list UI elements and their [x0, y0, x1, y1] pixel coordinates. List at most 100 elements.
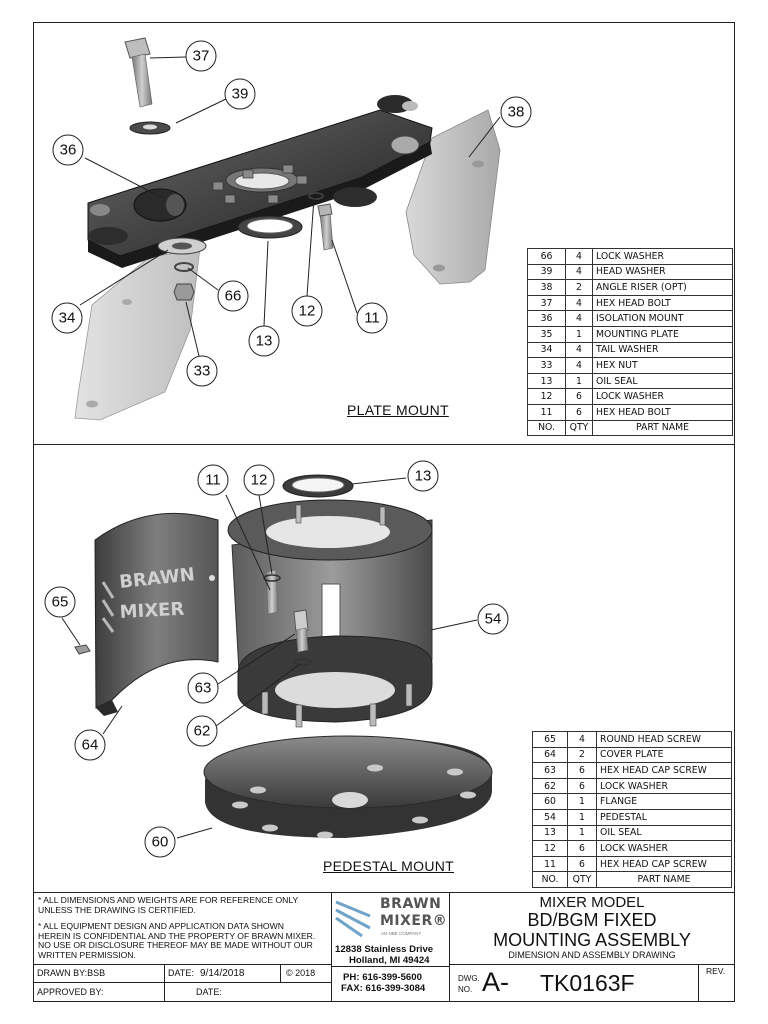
fax: FAX: 616-399-3084: [341, 983, 426, 994]
balloon-12: 12: [299, 303, 316, 320]
plate-bom-name-cell: LOCK WASHER: [592, 388, 733, 405]
pedestal-bom-qty-cell: 4: [567, 731, 597, 748]
cover-plate: BRAWN MIXER: [94, 512, 219, 716]
hex-head-bolt: [124, 37, 153, 108]
balloon-ped-64: 64: [82, 737, 99, 754]
title-line3: MOUNTING ASSEMBLY: [493, 930, 691, 950]
dwg-label: DWG.: [458, 974, 480, 983]
isolation-mount: [88, 95, 420, 245]
date-value: 9/14/2018: [200, 968, 245, 979]
pedestal-bom-no-cell: 60: [532, 793, 568, 810]
logo-mixer: MIXER®: [380, 913, 448, 929]
plate-bom-no-cell: 36: [527, 310, 566, 327]
balloon-ped-54: 54: [485, 611, 502, 628]
plate-bom-header-no: NO.: [527, 419, 566, 437]
plate-bom-qty-cell: 2: [565, 279, 593, 296]
plate-bom-qty-cell: 4: [565, 248, 593, 265]
pedestal-mount-drawing: BRAWN MIXER: [74, 474, 493, 839]
balloon-34: 34: [59, 310, 76, 327]
plate-bom-qty-cell: 6: [565, 388, 593, 405]
phone: PH: 616-399-5600: [343, 972, 422, 983]
date-label: DATE:: [168, 968, 194, 978]
title-line4: DIMENSION AND ASSEMBLY DRAWING: [508, 950, 676, 960]
plate-bom-name-cell: HEX NUT: [592, 357, 733, 374]
plate-bom-no-cell: 66: [527, 248, 566, 265]
balloon-ped-60: 60: [152, 834, 169, 851]
pedestal-balloons: [44, 460, 509, 858]
pedestal-bom-name-cell: FLANGE: [596, 793, 732, 810]
pedestal-leaders: [61, 477, 478, 839]
copyright: © 2018: [286, 968, 316, 978]
pedestal-bom-no-cell: 54: [532, 808, 568, 826]
balloon-ped-65: 65: [52, 594, 69, 611]
address-line1: 12838 Stainless Drive: [335, 944, 434, 955]
plate-bom-qty-cell: 4: [565, 294, 593, 312]
plate-bom-no-cell: 12: [527, 388, 566, 405]
plate-bom-no-cell: 35: [527, 325, 566, 343]
logo-mark: [335, 900, 371, 938]
plate-mount-drawing: [74, 37, 501, 421]
pedestal-bom-qty-cell: 1: [567, 824, 597, 842]
plate-bom-no-cell: 39: [527, 263, 566, 281]
drawing-border: [33, 22, 735, 1002]
plate-bom-name-cell: LOCK WASHER: [592, 248, 733, 265]
pedestal-bom-qty-cell: 6: [567, 840, 597, 857]
pedestal-bom-qty-cell: 1: [567, 808, 597, 826]
pedestal-bom-qty-cell: 6: [567, 855, 597, 873]
balloon-37: 37: [193, 48, 210, 65]
plate-bom-no-cell: 34: [527, 341, 566, 359]
cover-brand-line2: MIXER: [119, 599, 185, 623]
dwg-number: TK0163F: [540, 970, 635, 996]
pedestal-bom-qty-cell: 6: [567, 762, 597, 779]
balloon-13: 13: [256, 333, 273, 350]
plate-bom-no-cell: 11: [527, 403, 566, 421]
pedestal-bom-no-cell: 62: [532, 777, 568, 795]
balloon-ped-12: 12: [251, 472, 268, 489]
pedestal-bom-header-qty: QTY: [567, 871, 597, 888]
pedestal-bom-no-cell: 64: [532, 746, 568, 764]
title-line2: BD/BGM FIXED: [527, 910, 657, 930]
plate-balloons: [51, 40, 532, 387]
logo-brawn: BRAWN: [380, 896, 442, 912]
note-confidential: * ALL EQUIPMENT DESIGN AND APPLICATION D…: [38, 921, 316, 960]
plate-bom-name-cell: TAIL WASHER: [592, 341, 733, 359]
flange: [203, 735, 493, 839]
approved-date-label: DATE:: [196, 987, 222, 997]
pedestal-bom-name-cell: OIL SEAL: [596, 824, 732, 842]
plate-bom-qty-cell: 4: [565, 263, 593, 281]
title-line1: MIXER MODEL: [539, 894, 645, 911]
plate-leaders: [79, 56, 501, 357]
pedestal-bom-name-cell: COVER PLATE: [596, 746, 732, 764]
balloon-33: 33: [194, 363, 211, 380]
balloon-ped-62: 62: [194, 723, 211, 740]
drawn-by: DRAWN BY:BSB: [37, 968, 106, 978]
plate-bom-header-qty: QTY: [565, 419, 593, 437]
address-line2: Holland, MI 49424: [349, 955, 430, 966]
balloon-39: 39: [232, 86, 249, 103]
pedestal-bom-qty-cell: 6: [567, 777, 597, 795]
pedestal-bom-no-cell: 13: [532, 824, 568, 842]
logo-sub: AN NBE COMPANY: [381, 931, 422, 936]
balloon-36: 36: [60, 142, 77, 159]
pedestal-mount-title: PEDESTAL MOUNT: [323, 858, 454, 874]
